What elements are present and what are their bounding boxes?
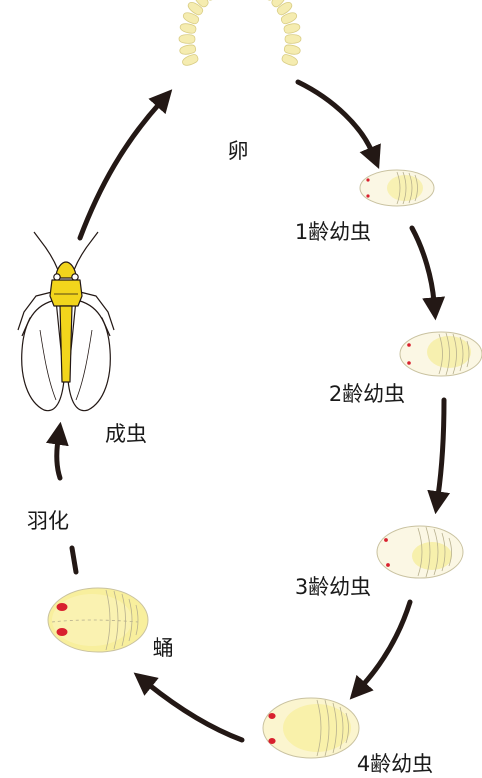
label-instar4: 4齢幼虫 <box>357 752 433 776</box>
label-emergence: 羽化 <box>27 509 69 533</box>
stage-labels: 卵 1齢幼虫 2齢幼虫 3齢幼虫 4齢幼虫 蛹 羽化 成虫 <box>27 139 433 776</box>
arrow-instar4-to-pupa <box>148 684 242 740</box>
arrow-pupa-to-emergence <box>72 548 76 572</box>
egg <box>285 34 301 43</box>
arrow-instar1-to-instar2 <box>412 228 434 302</box>
adult-insect <box>18 232 114 411</box>
egg-cluster <box>179 0 301 67</box>
label-instar1: 1齢幼虫 <box>295 220 371 244</box>
egg <box>284 44 301 56</box>
larva-instar4 <box>263 698 359 758</box>
label-pupa: 蛹 <box>153 636 174 660</box>
larva-instar1 <box>360 170 434 206</box>
larva-instar2 <box>400 332 482 376</box>
arrow-instar2-to-instar3 <box>438 400 444 496</box>
arrow-emergence-to-adult <box>57 440 60 478</box>
arrow-instar3-to-instar4 <box>362 602 410 686</box>
label-egg: 卵 <box>228 139 249 163</box>
egg <box>281 53 299 67</box>
label-adult: 成虫 <box>105 422 147 446</box>
pupa-illustration <box>48 588 148 652</box>
egg <box>179 34 195 43</box>
arrow-egg-to-instar1 <box>298 82 372 152</box>
label-instar3: 3齢幼虫 <box>295 575 371 599</box>
arrow-adult-to-egg <box>80 103 160 238</box>
egg <box>179 44 196 56</box>
label-instar2: 2齢幼虫 <box>329 382 405 406</box>
egg <box>181 53 199 67</box>
larva-instar3 <box>377 526 463 578</box>
